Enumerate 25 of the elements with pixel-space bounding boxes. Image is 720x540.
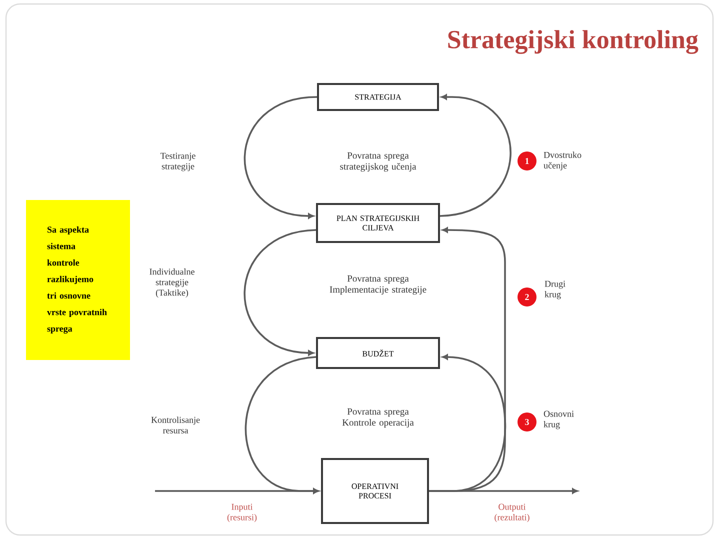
arrow — [440, 94, 512, 217]
arrow — [429, 488, 578, 494]
process-box: OPERATIVNI PROCESI — [321, 458, 429, 524]
process-box: BUDŽET — [316, 337, 440, 369]
callout-label: Dvostruko učenje — [544, 152, 582, 170]
callout-badge: 1 — [518, 152, 536, 170]
callout-label: Osnovni krug — [544, 410, 574, 430]
title: Strategijski kontroling — [448, 30, 698, 54]
loop-label: Povratna sprega Kontrole operacija — [342, 408, 414, 428]
edge-label: Inputi (resursi) — [227, 504, 257, 522]
process-box: PLAN STRATEGIJSKIH CILJEVA — [316, 203, 440, 243]
note-box: Sa aspekta sistema kontrole razlikujemo tri osnovne vrste povratnih sprega — [26, 200, 130, 360]
arrow — [244, 96, 318, 219]
arrow — [244, 229, 316, 356]
loop-label: Povratna sprega Implementacije strategije — [330, 275, 426, 295]
callout-badge: 3 — [518, 412, 536, 432]
callout-badge: 2 — [518, 288, 536, 306]
callout-label: Drugi krug — [544, 280, 566, 300]
side-label: Testiranje strategije — [160, 152, 196, 172]
side-label: Kontrolisanje resursa — [151, 416, 200, 434]
process-box: STRATEGIJA — [317, 83, 439, 111]
loop-label: Povratna sprega strategijskog učenja — [340, 152, 416, 172]
arrow — [155, 488, 319, 494]
side-label: Individualne strategije (Taktike) — [150, 268, 194, 298]
edge-label: Outputi (rezultati) — [494, 504, 530, 522]
